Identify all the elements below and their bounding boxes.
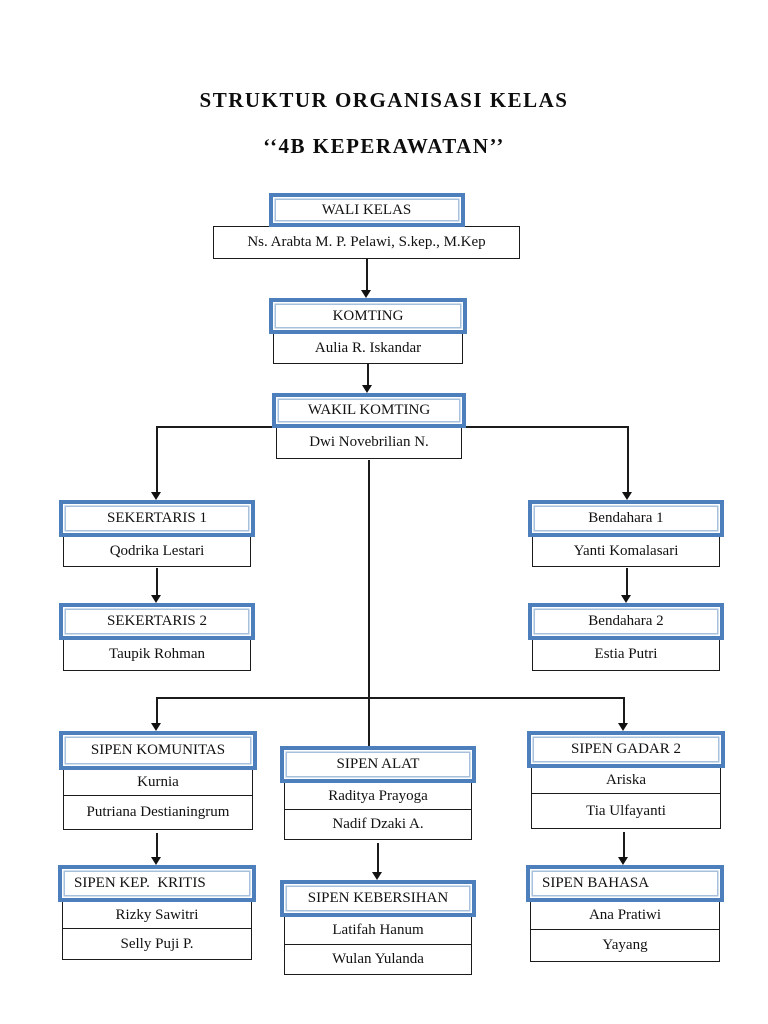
org-node-bendahara-2: Bendahara 2 Estia Putri (528, 603, 724, 671)
org-node-bendahara-1: Bendahara 1 Yanti Komalasari (528, 500, 724, 567)
org-node-title-sipen-kebersihan: SIPEN KEBERSIHAN (280, 880, 476, 917)
arrowhead-bendahara-2 (621, 595, 631, 603)
org-node-member: Wulan Yulanda (284, 944, 472, 975)
org-node-member: Ns. Arabta M. P. Pelawi, S.kep., M.Kep (213, 225, 520, 259)
connector-komunitas-to-kritis (156, 833, 158, 858)
connector-wakil-branch-right (462, 426, 628, 428)
org-node-wali-kelas: WALI KELAS Ns. Arabta M. P. Pelawi, S.ke… (213, 193, 520, 259)
org-node-member: Selly Puji P. (62, 928, 252, 960)
page-title-line2: ‘‘4B KEPERAWATAN’’ (263, 134, 505, 158)
org-node-member: Tia Ulfayanti (531, 793, 721, 829)
org-node-title-sipen-gadar-2: SIPEN GADAR 2 (527, 731, 725, 768)
org-node-sekertaris-2: SEKERTARIS 2 Taupik Rohman (59, 603, 255, 671)
connector-to-sipen-alat (368, 697, 370, 746)
org-node-wakil-komting: WAKIL KOMTING Dwi Novebrilian N. (272, 393, 466, 459)
org-node-member: Aulia R. Iskandar (273, 332, 463, 364)
connector-to-bendahara-1 (627, 426, 629, 493)
connector-alat-to-kebersihan (377, 843, 379, 873)
arrowhead-sipen-kebersihan (372, 872, 382, 880)
org-node-title-sipen-bahasa: SIPEN BAHASA (526, 865, 724, 902)
connector-to-sekertaris-1 (156, 426, 158, 493)
arrowhead-wakil-komting (362, 385, 372, 393)
org-node-sipen-kep-kritis: SIPEN KEP. KRITIS Rizky Sawitri Selly Pu… (58, 865, 256, 960)
org-node-sipen-komunitas: SIPEN KOMUNITAS Kurnia Putriana Destiani… (59, 731, 257, 830)
org-node-title-sipen-komunitas: SIPEN KOMUNITAS (59, 731, 257, 770)
arrowhead-sipen-gadar-2 (618, 723, 628, 731)
arrowhead-sekertaris-1 (151, 492, 161, 500)
arrowhead-komting (361, 290, 371, 298)
org-node-member: Estia Putri (532, 638, 720, 671)
org-node-title-sipen-alat: SIPEN ALAT (280, 746, 476, 783)
org-node-sekertaris-1: SEKERTARIS 1 Qodrika Lestari (59, 500, 255, 567)
org-node-komting: KOMTING Aulia R. Iskandar (269, 298, 467, 364)
connector-komting-to-wakil (367, 364, 369, 386)
org-node-member: Latifah Hanum (284, 915, 472, 946)
org-node-member: Raditya Prayoga (284, 781, 472, 811)
org-node-title-wali-kelas: WALI KELAS (268, 193, 465, 227)
org-node-sipen-kebersihan: SIPEN KEBERSIHAN Latifah Hanum Wulan Yul… (280, 880, 476, 975)
arrowhead-bendahara-1 (622, 492, 632, 500)
org-node-member: Rizky Sawitri (62, 900, 252, 930)
connector-to-sipen-komunitas (156, 697, 158, 724)
connector-bendahara-1-to-2 (626, 568, 628, 596)
org-node-title-sipen-kep-kritis: SIPEN KEP. KRITIS (58, 865, 256, 902)
connector-sipen-branch (156, 697, 625, 699)
org-node-member: Kurnia (63, 768, 253, 797)
org-node-title-komting: KOMTING (269, 298, 467, 334)
org-node-member: Ariska (531, 766, 721, 795)
org-node-member: Putriana Destianingrum (63, 795, 253, 830)
org-node-member: Taupik Rohman (63, 638, 251, 671)
org-node-sipen-bahasa: SIPEN BAHASA Ana Pratiwi Yayang (526, 865, 724, 962)
org-node-title-sekertaris-2: SEKERTARIS 2 (59, 603, 255, 640)
arrowhead-sekertaris-2 (151, 595, 161, 603)
org-node-member: Yayang (530, 929, 720, 962)
connector-to-sipen-gadar-2 (623, 697, 625, 724)
connector-wakil-branch-left (156, 426, 276, 428)
org-node-title-sekertaris-1: SEKERTARIS 1 (59, 500, 255, 537)
org-node-member: Nadif Dzaki A. (284, 809, 472, 840)
org-node-member: Ana Pratiwi (530, 900, 720, 931)
org-node-sipen-gadar-2: SIPEN GADAR 2 Ariska Tia Ulfayanti (527, 731, 725, 829)
org-node-member: Yanti Komalasari (532, 535, 720, 567)
connector-sekertaris-1-to-2 (156, 568, 158, 596)
connector-wakil-to-sipen-trunk (368, 460, 370, 699)
org-node-member: Qodrika Lestari (63, 535, 251, 567)
arrowhead-sipen-bahasa (618, 857, 628, 865)
org-node-sipen-alat: SIPEN ALAT Raditya Prayoga Nadif Dzaki A… (280, 746, 476, 840)
org-node-member: Dwi Novebrilian N. (276, 426, 462, 459)
page-title-line1: STRUKTUR ORGANISASI KELAS (199, 88, 569, 112)
org-node-title-bendahara-2: Bendahara 2 (528, 603, 724, 640)
arrowhead-sipen-kep-kritis (151, 857, 161, 865)
connector-gadar-to-bahasa (623, 832, 625, 858)
arrowhead-sipen-komunitas (151, 723, 161, 731)
org-node-title-bendahara-1: Bendahara 1 (528, 500, 724, 537)
connector-wali-to-komting (366, 259, 368, 290)
org-node-title-wakil-komting: WAKIL KOMTING (272, 393, 466, 428)
